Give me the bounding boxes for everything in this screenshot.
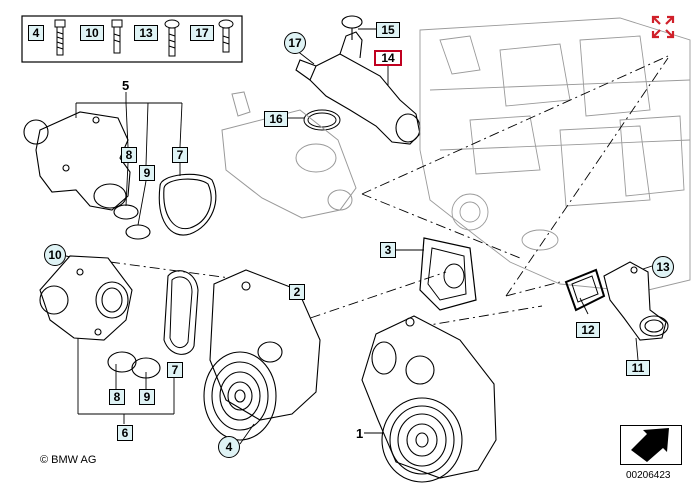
- callout-17[interactable]: 17: [190, 25, 214, 41]
- callout-2[interactable]: 2: [289, 284, 305, 300]
- callout-6[interactable]: 6: [117, 425, 133, 441]
- image-id: 00206423: [626, 470, 671, 481]
- callout-13[interactable]: 13: [134, 25, 158, 41]
- callout-15[interactable]: 15: [376, 22, 400, 38]
- callout-7-mid[interactable]: 7: [167, 362, 183, 378]
- seal-ring-16: [303, 109, 341, 131]
- callout-9-bottom[interactable]: 9: [139, 389, 155, 405]
- callout-12[interactable]: 12: [576, 322, 600, 338]
- callout-10[interactable]: 10: [80, 25, 104, 41]
- copyright-text: © BMW AG: [40, 454, 97, 466]
- thermostat-assembly-5: [23, 111, 217, 240]
- gasket-12: [564, 268, 606, 312]
- water-pump-2: [203, 269, 321, 441]
- thermostat-housing-part: [295, 15, 421, 145]
- ghost-cooler-part: [221, 91, 357, 219]
- callout-4[interactable]: 4: [28, 25, 44, 41]
- callout-13-circle[interactable]: 13: [652, 256, 674, 278]
- next-arrow-icon[interactable]: [620, 425, 682, 465]
- callout-8-bottom[interactable]: 8: [109, 389, 125, 405]
- expand-arrows-icon[interactable]: [650, 14, 676, 40]
- engine-block-ghost: [419, 17, 691, 293]
- callout-10-circle[interactable]: 10: [44, 244, 66, 266]
- callout-17-circle[interactable]: 17: [284, 32, 306, 54]
- water-pump-left: [39, 255, 161, 379]
- gasket-7: [163, 270, 199, 355]
- water-pump-1: [361, 315, 497, 483]
- callout-11[interactable]: 11: [626, 360, 650, 376]
- callout-3[interactable]: 3: [380, 242, 396, 258]
- callout-8[interactable]: 8: [121, 147, 137, 163]
- label-5[interactable]: 5: [122, 78, 130, 93]
- leader-lines: [65, 28, 653, 445]
- gasket-3: [419, 237, 477, 311]
- callout-7[interactable]: 7: [172, 147, 188, 163]
- callout-16[interactable]: 16: [264, 111, 288, 127]
- callout-9[interactable]: 9: [139, 165, 155, 181]
- bolt-set-box: [21, 15, 243, 63]
- coolant-pipe-11: [603, 261, 669, 341]
- callout-4-circle[interactable]: 4: [218, 436, 240, 458]
- label-1[interactable]: 1: [356, 426, 364, 441]
- callout-14-highlighted[interactable]: 14: [374, 50, 402, 66]
